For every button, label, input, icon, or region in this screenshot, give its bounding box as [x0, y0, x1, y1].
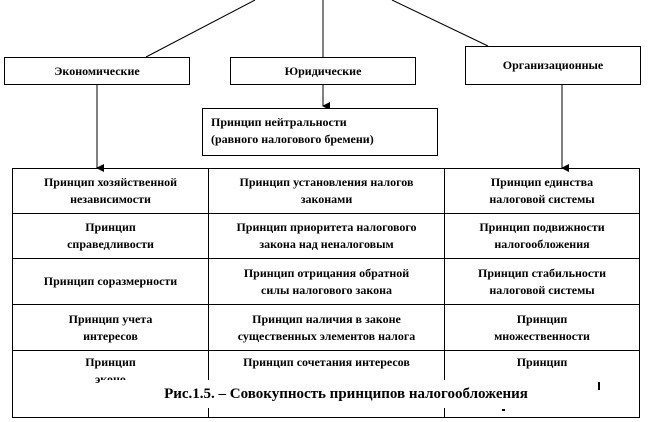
table-cell: Принцип соразмерности	[13, 259, 209, 305]
table-cell: Принцип хозяйственной независимости	[13, 169, 209, 214]
cell-text-line: Принцип	[85, 220, 136, 234]
table-cell: Принцип отрицания обратной силы налоговог…	[209, 259, 445, 305]
neutrality-line-1: Принцип нейтральности	[211, 115, 347, 129]
cell-text-line: независимости	[70, 192, 151, 206]
cell-text-line: Принцип	[516, 355, 568, 369]
cell-text-line: законами	[300, 192, 353, 206]
cell-text-line: налоговой системы	[489, 192, 595, 206]
table-cell: Принцип справедливости	[13, 214, 209, 259]
cell-text: Принцип хозяйственной независимости	[44, 174, 177, 208]
cell-text-line: Принцип хозяйственной	[43, 175, 178, 189]
cell-text-line: Принцип соразмерности	[43, 274, 178, 288]
cell-text: Принцип соразмерности	[44, 273, 177, 290]
table-cell: Принцип стабильности налоговой системы	[445, 259, 639, 305]
table-cell: Принцип наличия в законе существенных эле…	[209, 305, 445, 351]
cell-text-line: закона над неналоговым	[259, 237, 394, 251]
cell-text: Принцип множественности	[494, 311, 590, 345]
category-economic-label: Экономические	[54, 63, 140, 78]
cell-text: Принцип стабильности налоговой системы	[478, 265, 606, 299]
cell-text: Принцип наличия в законе существенных эле…	[238, 311, 416, 345]
cell-text-line: множественности	[494, 328, 590, 343]
cell-text-line: Принцип отрицания обратной	[243, 265, 410, 280]
table-cell: Принцип установления налогов законами	[209, 169, 445, 214]
neutrality-line-2: (равного налогового бремени)	[211, 132, 374, 146]
cell-text-line: справедливости	[67, 237, 154, 251]
cell-text-line: Принцип	[516, 311, 568, 326]
neutrality-principle-box: Принцип нейтральности (равного налоговог…	[202, 108, 438, 156]
table-cell: Принцип подвижности налогообложения	[445, 214, 639, 259]
cell-text-line: существенных элементов налога	[237, 328, 416, 343]
cell-text-line: интересов	[83, 328, 138, 343]
figure-caption: Рис.1.5. – Совокупность принципов налого…	[100, 380, 592, 408]
cell-text: Принцип установления налогов законами	[240, 174, 414, 208]
cell-text-line: Принцип стабильности	[478, 265, 606, 280]
cell-text-line: Принцип единства	[490, 175, 594, 189]
cell-text: Принцип сочетания интересов	[243, 354, 410, 371]
cell-text-line: Принцип подвижности	[479, 220, 605, 234]
cell-text-line: налогообложения	[494, 237, 590, 251]
cell-text-line: силы налогового закона	[261, 282, 392, 297]
table-cell: Принцип единства налоговой системы	[445, 169, 639, 214]
cell-text: Принцип подвижности налогообложения	[479, 219, 604, 253]
category-organizational-box: Организационные	[465, 46, 641, 85]
cell-text: Принцип приоритета налогового закона над …	[236, 219, 416, 253]
cell-text-line: Принцип установления налогов	[239, 175, 414, 189]
stray-mark-right	[598, 382, 600, 390]
cell-text: Принцип единства налоговой системы	[489, 174, 594, 208]
cell-text-line: Принцип	[85, 355, 136, 369]
category-legal-box: Юридические	[230, 57, 416, 85]
table-cell: Принцип учета интересов	[13, 305, 209, 351]
category-organizational-label: Организационные	[502, 58, 604, 72]
cell-text-line: налоговой системы	[489, 282, 595, 297]
table-cell: Принцип множественности	[445, 305, 639, 351]
connector-root-to-economic	[145, 0, 256, 58]
cell-text-line: Принцип учета	[68, 311, 153, 326]
cell-text-line: Принцип наличия в законе	[252, 311, 401, 326]
cell-text: Принцип учета интересов	[69, 311, 153, 345]
connector-root-to-organizational	[391, 0, 489, 47]
cell-text: Принцип отрицания обратной силы налоговог…	[244, 265, 409, 299]
category-economic-box: Экономические	[4, 57, 190, 85]
cell-text: Принцип	[517, 354, 568, 371]
table-cell: Принцип приоритета налогового закона над …	[209, 214, 445, 259]
cell-text: Принцип справедливости	[67, 219, 154, 253]
cell-text-line: Принцип сочетания интересов	[243, 355, 410, 369]
cell-text-line: Принцип приоритета налогового	[236, 220, 417, 234]
stray-mark-bottom	[502, 409, 505, 411]
table-cell: Принцип	[445, 351, 639, 417]
category-legal-label: Юридические	[284, 63, 362, 78]
